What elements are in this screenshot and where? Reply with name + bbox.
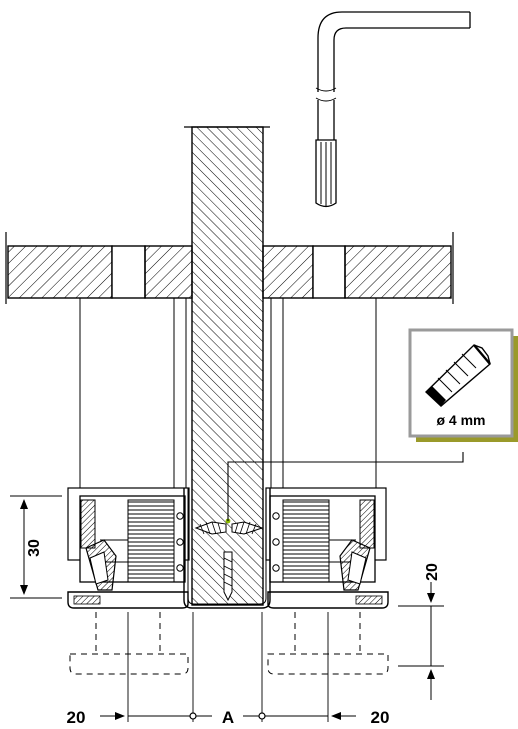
screw-callout: ø 4 mm xyxy=(408,328,518,442)
top-plate xyxy=(5,232,454,304)
dimension-30-label: 30 xyxy=(26,539,43,557)
callout-leader xyxy=(227,452,464,521)
hex-key-icon xyxy=(315,11,471,208)
dimension-20-right-label: 20 xyxy=(424,563,441,581)
right-leveling-foot xyxy=(265,487,389,609)
lowered-foot-outline xyxy=(69,612,389,675)
countersunk-screw-icon xyxy=(424,344,491,407)
dimension-bottom: 20 A 20 xyxy=(67,708,390,727)
support-lines xyxy=(79,298,377,488)
u-bracket xyxy=(183,488,271,609)
dimension-20-left-label: 20 xyxy=(67,708,86,727)
dimension-20-bottom-right-label: 20 xyxy=(371,708,390,727)
center-lines xyxy=(127,612,329,722)
dimension-a-label: A xyxy=(222,708,234,727)
fixing-screws xyxy=(194,518,264,602)
dimension-height-left: 30 xyxy=(10,495,62,599)
dimension-height-right: 20 xyxy=(398,563,444,700)
screw-size-label: ø 4 mm xyxy=(436,412,485,428)
left-leveling-foot xyxy=(67,487,190,609)
center-leg xyxy=(184,126,270,606)
